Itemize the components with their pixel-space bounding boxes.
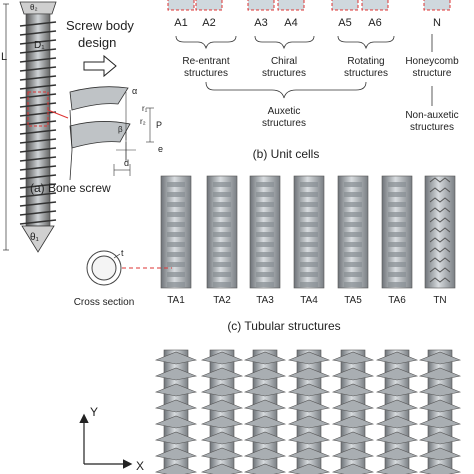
thread-detail [69,86,136,181]
tube-label-ta1: TA1 [167,295,185,306]
unit-cell-row [167,0,451,11]
screw-ns [418,349,462,474]
auxetic-screw-row [154,349,462,474]
symbol-theta2: θ₂ [30,3,38,12]
screw-as6 [375,349,419,474]
tube-label-ta5: TA5 [344,295,362,306]
design-arrow [83,54,117,78]
xy-axes [79,413,133,469]
unit-cell-label-a4: A4 [284,17,297,29]
axis-y-label: Y [90,405,98,419]
tube-label-ta3: TA3 [256,295,274,306]
tube-label-ta4: TA4 [300,295,318,306]
unit-cell-label-a3: A3 [254,17,267,29]
caption-unit-cells: (b) Unit cells [253,147,320,161]
tube-tn [424,175,456,289]
unit-cell-a3 [247,0,275,11]
unit-cell-label-a6: A6 [368,17,381,29]
tube-row [160,175,456,289]
unit-cell-a4 [277,0,305,11]
cross-section-drawing [86,250,172,286]
symbol-d: d [124,158,129,168]
tube-label-ta6: TA6 [388,295,406,306]
unit-cell-a5 [331,0,359,11]
screw-as2 [200,349,244,474]
symbol-beta: β [118,125,123,134]
unit-cell-n [423,0,451,11]
bone-screw-drawing [3,1,69,253]
screw-as1 [154,349,198,474]
tube-ta4 [293,175,325,289]
caption-bone-screw: (a) Bone screw [30,181,111,195]
tube-ta2 [206,175,238,289]
unit-cell-a2 [195,0,223,11]
tube-label-tn: TN [433,295,446,306]
unit-cell-label-n: N [433,17,441,29]
unit-cell-a1 [167,0,195,11]
unit-cell-label-a5: A5 [338,17,351,29]
symbol-alpha: α [132,86,137,96]
symbol-P: P [156,120,162,130]
symbol-theta1: θ₁ [30,232,40,243]
symbol-t: t [121,248,124,258]
symbol-e: e [158,144,163,154]
symbol-r2: r₂ [140,117,146,126]
screw-as5 [331,349,375,474]
symbol-L: L [1,51,7,63]
screw-as3 [243,349,287,474]
axis-x-label: X [136,459,144,473]
tube-ta6 [381,175,413,289]
unit-cell-a6 [361,0,389,11]
unit-cell-label-a2: A2 [202,17,215,29]
tube-ta5 [337,175,369,289]
caption-cross-section: Cross section [74,297,135,308]
unit-cell-label-a1: A1 [174,17,187,29]
screw-design-label-1: Screw body [66,18,134,33]
group-braces [175,34,433,106]
tube-label-ta2: TA2 [213,295,231,306]
symbol-D1: D₁ [34,40,45,51]
screw-as4 [287,349,331,474]
symbol-r1: r₁ [142,104,148,113]
caption-tubular: (c) Tubular structures [227,319,340,333]
screw-design-label-2: design [78,35,116,50]
tube-ta1 [160,175,192,289]
tube-ta3 [249,175,281,289]
